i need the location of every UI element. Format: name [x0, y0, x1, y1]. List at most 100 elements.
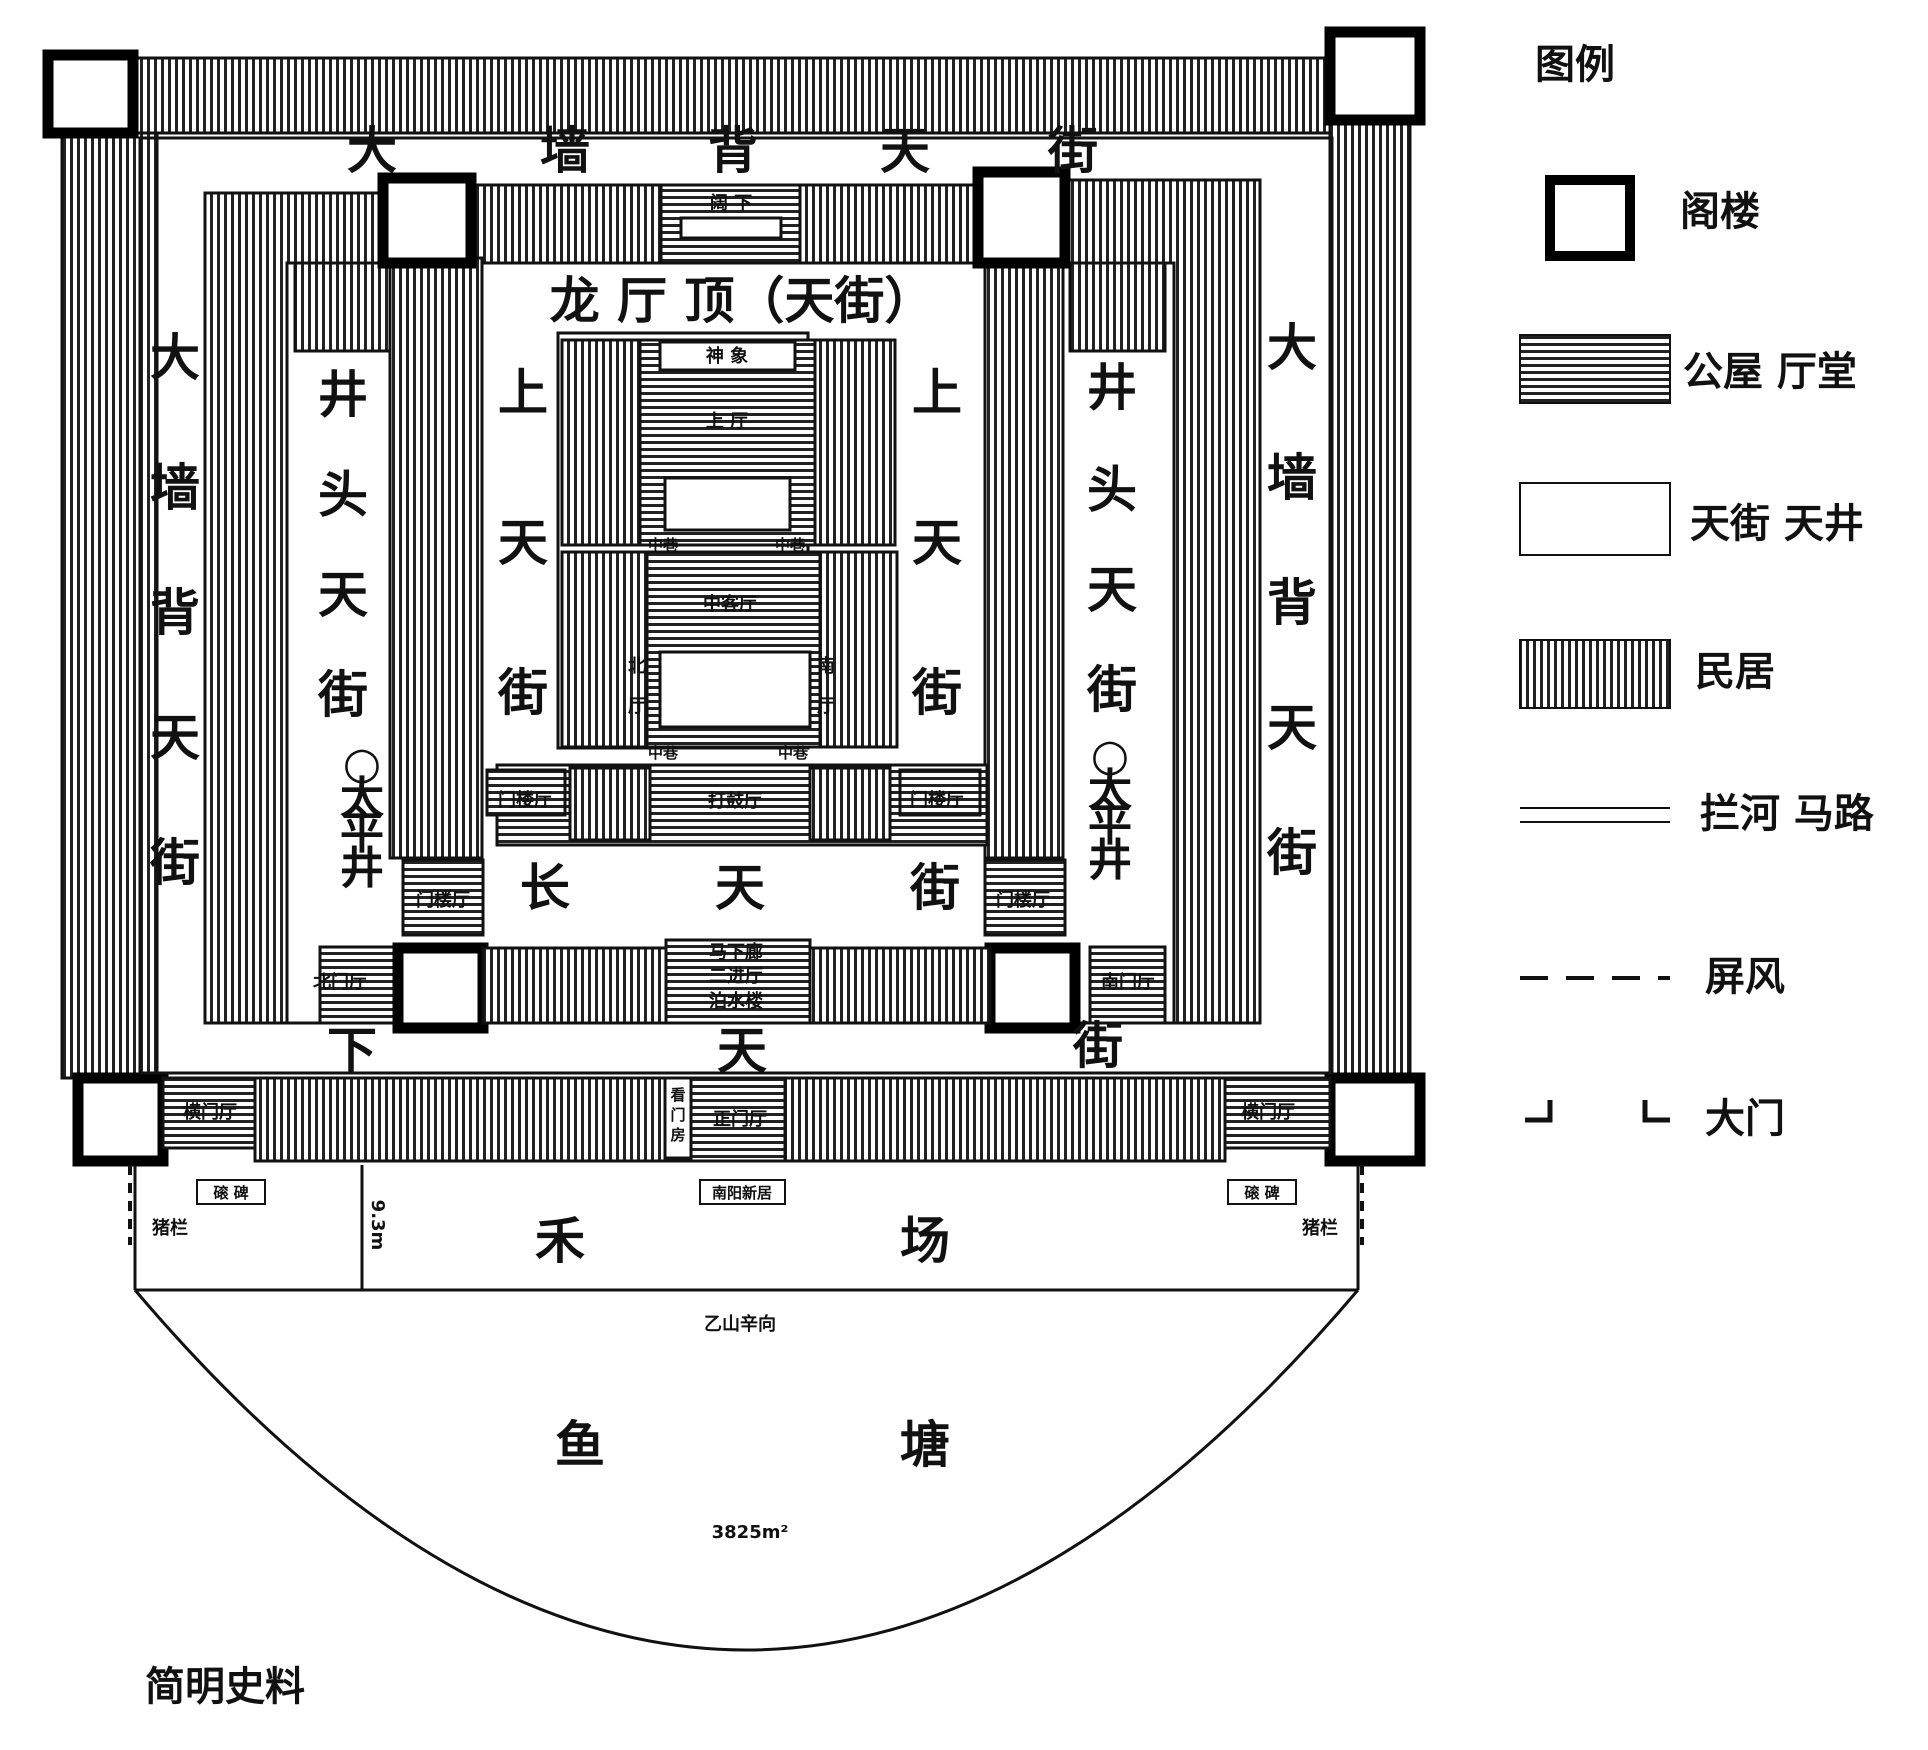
svg-text:○: ○	[1091, 730, 1129, 781]
svg-text:南: 南	[817, 655, 835, 677]
svg-text:南门厅: 南门厅	[1101, 971, 1155, 993]
orientation-label: 乙山辛向	[704, 1313, 776, 1335]
svg-text:街: 街	[317, 666, 368, 724]
svg-text:大: 大	[1267, 319, 1317, 377]
svg-text:天: 天	[1267, 699, 1317, 757]
svg-text:中巷: 中巷	[775, 536, 806, 554]
svg-text:井: 井	[318, 366, 368, 424]
svg-text:门楼厅: 门楼厅	[498, 789, 552, 811]
right-well-street-label: 井 头 天 街	[1086, 359, 1137, 719]
legend-screen-label: 屏风	[1705, 954, 1785, 1000]
svg-text:房: 房	[670, 1126, 685, 1144]
fish-pond-label: 鱼 塘	[555, 1416, 950, 1474]
core-halls	[485, 331, 989, 847]
third-ring	[293, 256, 1167, 1025]
svg-text:中客厅: 中客厅	[703, 593, 757, 615]
svg-text:平: 平	[1088, 800, 1132, 851]
legend-street-label: 天街 天井	[1690, 501, 1864, 547]
svg-text:场: 场	[900, 1212, 950, 1270]
svg-text:天: 天	[880, 122, 930, 180]
footer-source: 简明史料	[145, 1664, 305, 1710]
svg-text:大: 大	[347, 122, 397, 180]
svg-text:门楼厅: 门楼厅	[416, 889, 470, 911]
svg-text:天: 天	[318, 566, 368, 624]
threshing-floor-label: 禾 场	[535, 1212, 950, 1270]
svg-text:太: 太	[340, 773, 384, 824]
svg-text:中巷: 中巷	[778, 744, 809, 762]
distance-label: 9.3m	[367, 1200, 388, 1251]
svg-text:天: 天	[715, 859, 765, 917]
svg-text:上: 上	[498, 364, 548, 422]
svg-text:横门厅: 横门厅	[183, 1101, 237, 1123]
front-buildings	[161, 858, 1332, 1163]
corner-pavilions	[42, 26, 1426, 1167]
svg-text:塘: 塘	[900, 1416, 950, 1474]
svg-text:街: 街	[911, 664, 962, 722]
svg-text:井: 井	[1088, 835, 1132, 886]
svg-text:磙 碑: 磙 碑	[1244, 1184, 1279, 1202]
svg-text:门楼厅: 门楼厅	[910, 789, 964, 811]
svg-text:天: 天	[1087, 561, 1137, 619]
svg-text:天: 天	[717, 1022, 767, 1080]
legend-dwelling-swatch	[1519, 639, 1671, 709]
legend-dwelling-label: 民居	[1695, 649, 1775, 695]
svg-text:看: 看	[670, 1086, 685, 1104]
long-street-label: 长 天 街	[520, 859, 960, 917]
svg-text:二进厅: 二进厅	[709, 966, 763, 987]
svg-text:天: 天	[150, 709, 200, 767]
legend-pavilion-swatch	[1545, 175, 1635, 261]
svg-text:墙: 墙	[150, 459, 200, 517]
lower-street-label: 下 天 街	[327, 1017, 1123, 1080]
left-upper-street-label: 上 天 街	[497, 364, 548, 722]
svg-text:厅: 厅	[817, 696, 835, 717]
svg-text:门: 门	[670, 1106, 685, 1124]
left-outer-street-label: 大 墙 背 天 街	[149, 329, 200, 892]
svg-text:井: 井	[340, 843, 384, 894]
svg-text:门楼厅: 门楼厅	[996, 889, 1050, 911]
legend-street-swatch	[1519, 482, 1671, 556]
svg-text:上: 上	[912, 364, 962, 422]
svg-text:井: 井	[1087, 359, 1137, 417]
legend-gate-label: 大门	[1705, 1096, 1785, 1142]
svg-text:横门厅: 横门厅	[1241, 1101, 1295, 1123]
svg-text:磙 碑: 磙 碑	[213, 1184, 248, 1202]
legend-gate-swatch	[1525, 1100, 1670, 1123]
svg-text:猪栏: 猪栏	[151, 1217, 188, 1239]
right-upper-street-label: 上 天 街	[911, 364, 962, 722]
svg-text:中巷: 中巷	[648, 536, 679, 554]
street-boundary	[138, 136, 1334, 1075]
svg-text:天: 天	[498, 514, 548, 572]
svg-text:背: 背	[150, 584, 200, 642]
taiping-well-right: ○ 太 平 井	[1088, 730, 1132, 886]
left-well-street-label: 井 头 天 街	[317, 366, 368, 724]
svg-text:背: 背	[1267, 574, 1317, 632]
svg-text:猪栏: 猪栏	[1301, 1217, 1338, 1239]
svg-text:南阳新居: 南阳新居	[712, 1184, 772, 1202]
svg-text:街: 街	[149, 834, 200, 892]
svg-text:头: 头	[318, 466, 368, 524]
svg-text:马下廊: 马下廊	[709, 941, 763, 963]
pond-area-label: 3825m²	[712, 1522, 789, 1543]
svg-text:鱼: 鱼	[555, 1416, 605, 1474]
svg-text:中巷: 中巷	[648, 744, 679, 762]
svg-text:打鼓厅: 打鼓厅	[708, 790, 762, 812]
threshing-floor-and-pond	[128, 1165, 1364, 1652]
svg-text:○: ○	[343, 738, 381, 789]
svg-text:天: 天	[912, 514, 962, 572]
top-outer-street-label: 大 墙 背 天 街	[347, 122, 1098, 180]
legend-pavilion-label: 阁楼	[1680, 189, 1760, 235]
svg-text:神 象: 神 象	[706, 345, 748, 367]
svg-text:街: 街	[1047, 122, 1098, 180]
svg-text:阔 下: 阔 下	[710, 193, 752, 214]
legend-hall-swatch	[1519, 334, 1671, 404]
legend-road-label: 拦河 马路	[1700, 791, 1875, 837]
svg-text:背: 背	[708, 122, 758, 180]
svg-text:正门厅: 正门厅	[713, 1108, 767, 1130]
svg-text:街: 街	[909, 859, 960, 917]
svg-text:街: 街	[1072, 1017, 1123, 1075]
svg-text:上 厅: 上 厅	[706, 411, 748, 432]
svg-text:街: 街	[1266, 824, 1317, 882]
svg-text:长: 长	[520, 859, 570, 917]
svg-text:北: 北	[628, 656, 646, 677]
